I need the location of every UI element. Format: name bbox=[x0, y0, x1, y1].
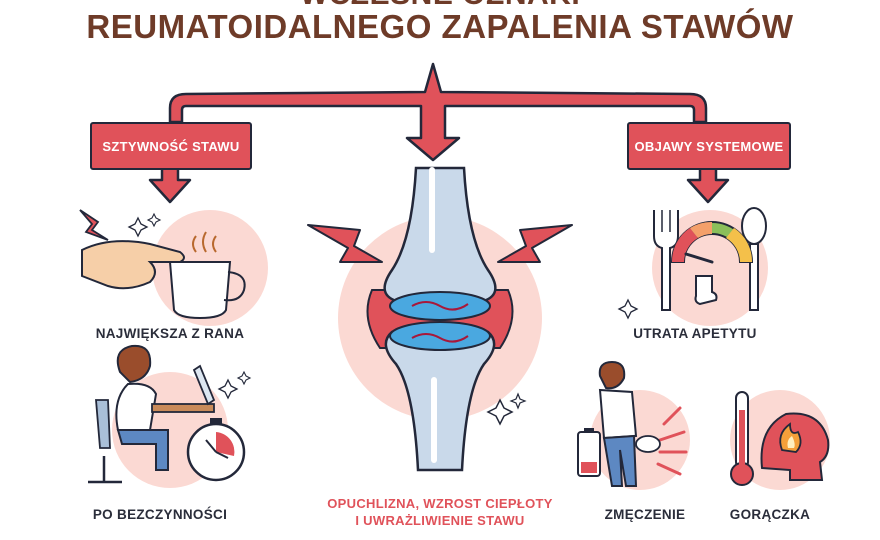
title-line-1: WCZESNE OZNAKI bbox=[0, 0, 880, 12]
connector-arrows bbox=[148, 62, 730, 204]
label-fever: GORĄCZKA bbox=[729, 507, 811, 522]
right-down-arrow bbox=[686, 164, 730, 204]
center-label-line-2: I UWRAŻLIWIENIE STAWU bbox=[355, 513, 525, 528]
tired-person-icon bbox=[598, 360, 626, 390]
knee-joint-illustration bbox=[307, 166, 573, 472]
pain-bolt-icon bbox=[79, 209, 109, 241]
label-morning: NAJWIĘKSZA Z RANA bbox=[95, 326, 245, 341]
hand-icon bbox=[81, 240, 185, 290]
label-fatigue: ZMĘCZENIE bbox=[604, 507, 686, 522]
sparkle-icon bbox=[486, 398, 514, 426]
branch-stiffness: SZTYWNOŚĆ STAWU bbox=[90, 122, 252, 170]
person-icon bbox=[116, 344, 152, 384]
left-pain-bolt-icon bbox=[307, 224, 383, 263]
thumbs-down-icon bbox=[694, 275, 718, 306]
morning-stiffness-illustration bbox=[79, 209, 268, 326]
fever-illustration bbox=[730, 390, 830, 490]
coffee-cup-icon bbox=[168, 261, 232, 320]
title-line-2: REUMATOIDALNEGO ZAPALENIA STAWÓW bbox=[86, 8, 794, 45]
desk-icon bbox=[151, 403, 215, 413]
office-chair-icon bbox=[95, 399, 111, 449]
inactivity-illustration bbox=[88, 344, 252, 488]
appetite-loss-illustration bbox=[617, 207, 768, 326]
label-appetite: UTRATA APETYTU bbox=[633, 326, 757, 341]
fatigue-illustration bbox=[577, 360, 690, 490]
right-pain-bolt-icon bbox=[497, 224, 573, 263]
label-inactivity: PO BEZCZYNNOŚCI bbox=[92, 507, 228, 522]
center-label-line-1: OPUCHLIZNA, WZROST CIEPŁOTY bbox=[327, 496, 553, 511]
branch-systemic: OBJAWY SYSTEMOWE bbox=[627, 122, 791, 170]
left-down-arrow bbox=[148, 164, 192, 204]
